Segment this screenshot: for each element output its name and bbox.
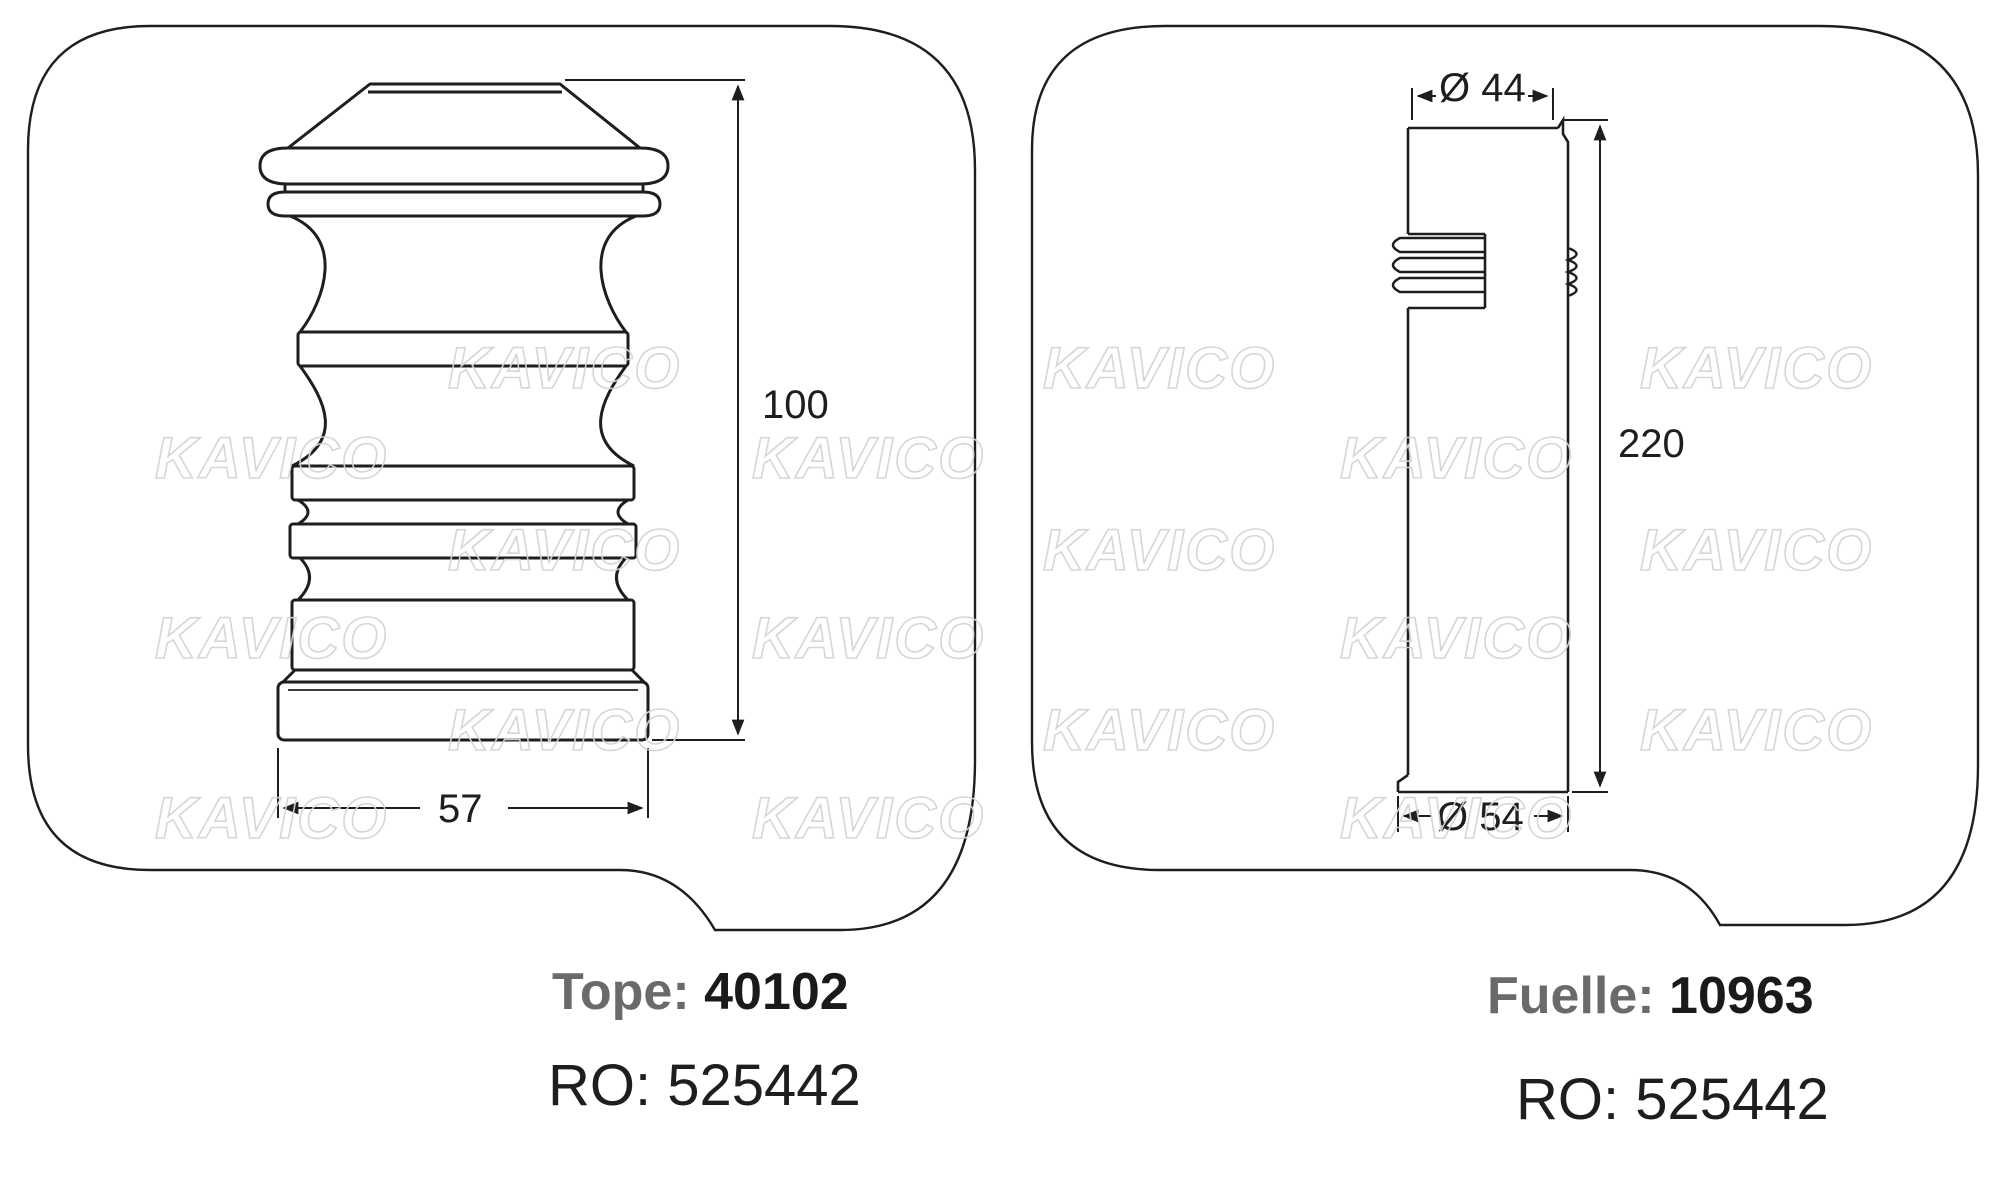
- watermark-text: KAVICO: [155, 426, 388, 491]
- watermark-text: KAVICO: [155, 786, 388, 851]
- watermark-text: KAVICO: [752, 786, 985, 851]
- width-dim-label-left: 57: [438, 787, 483, 831]
- caption-tope: Tope: 40102: [552, 962, 849, 1022]
- watermark-text: KAVICO: [1043, 698, 1276, 763]
- ro-tope-label: RO:: [548, 1053, 652, 1118]
- caption-tope-label: Tope:: [552, 963, 690, 1021]
- panel-tope: 100 57: [26, 24, 977, 932]
- top-diameter-label: Ø 44: [1439, 66, 1526, 110]
- watermark-text: KAVICO: [1043, 518, 1276, 583]
- panel-fuelle: Ø 44 220 Ø 54: [1030, 24, 1980, 927]
- ro-tope-number: 525442: [667, 1053, 861, 1118]
- ro-fuelle-number: 525442: [1635, 1067, 1829, 1132]
- bump-stop-drawing: [258, 82, 670, 742]
- bottom-diameter-dimension: [1397, 796, 1569, 832]
- ro-tope: RO: 525442: [548, 1052, 861, 1119]
- watermark-text: KAVICO: [1640, 336, 1873, 401]
- watermark-text: KAVICO: [448, 336, 681, 401]
- watermark-text: KAVICO: [1043, 336, 1276, 401]
- watermark-layer: KAVICO KAVICO KAVICO KAVICO KAVICO KAVIC…: [154, 335, 1873, 852]
- caption-tope-number: 40102: [704, 963, 849, 1021]
- watermark-text: KAVICO: [752, 606, 985, 671]
- top-diameter-dimension: [1411, 88, 1554, 120]
- ro-fuelle: RO: 525442: [1516, 1066, 1829, 1133]
- watermark-text: KAVICO: [1340, 786, 1573, 851]
- watermark-text: KAVICO: [1340, 606, 1573, 671]
- width-dimension-left: [277, 748, 649, 818]
- height-dim-label-right: 220: [1618, 422, 1685, 466]
- watermark-text: KAVICO: [1340, 426, 1573, 491]
- ro-fuelle-label: RO:: [1516, 1067, 1620, 1132]
- height-dimension-right: [1563, 119, 1608, 793]
- watermark-text: KAVICO: [752, 426, 985, 491]
- watermark-text: KAVICO: [1640, 518, 1873, 583]
- height-dimension-left: [565, 79, 745, 741]
- caption-fuelle-number: 10963: [1669, 967, 1814, 1025]
- watermark-text: KAVICO: [155, 606, 388, 671]
- caption-fuelle-label: Fuelle:: [1487, 967, 1655, 1025]
- watermark-text: KAVICO: [1640, 698, 1873, 763]
- watermark-text: KAVICO: [448, 698, 681, 763]
- caption-fuelle: Fuelle: 10963: [1487, 966, 1814, 1026]
- bottom-diameter-label: Ø 54: [1437, 795, 1524, 839]
- panel-frame-right: [1030, 24, 1980, 927]
- dust-cover-drawing: [1391, 115, 1578, 794]
- watermark-text: KAVICO: [448, 518, 681, 583]
- panel-frame-left: [26, 24, 977, 932]
- height-dim-label-left: 100: [762, 383, 829, 427]
